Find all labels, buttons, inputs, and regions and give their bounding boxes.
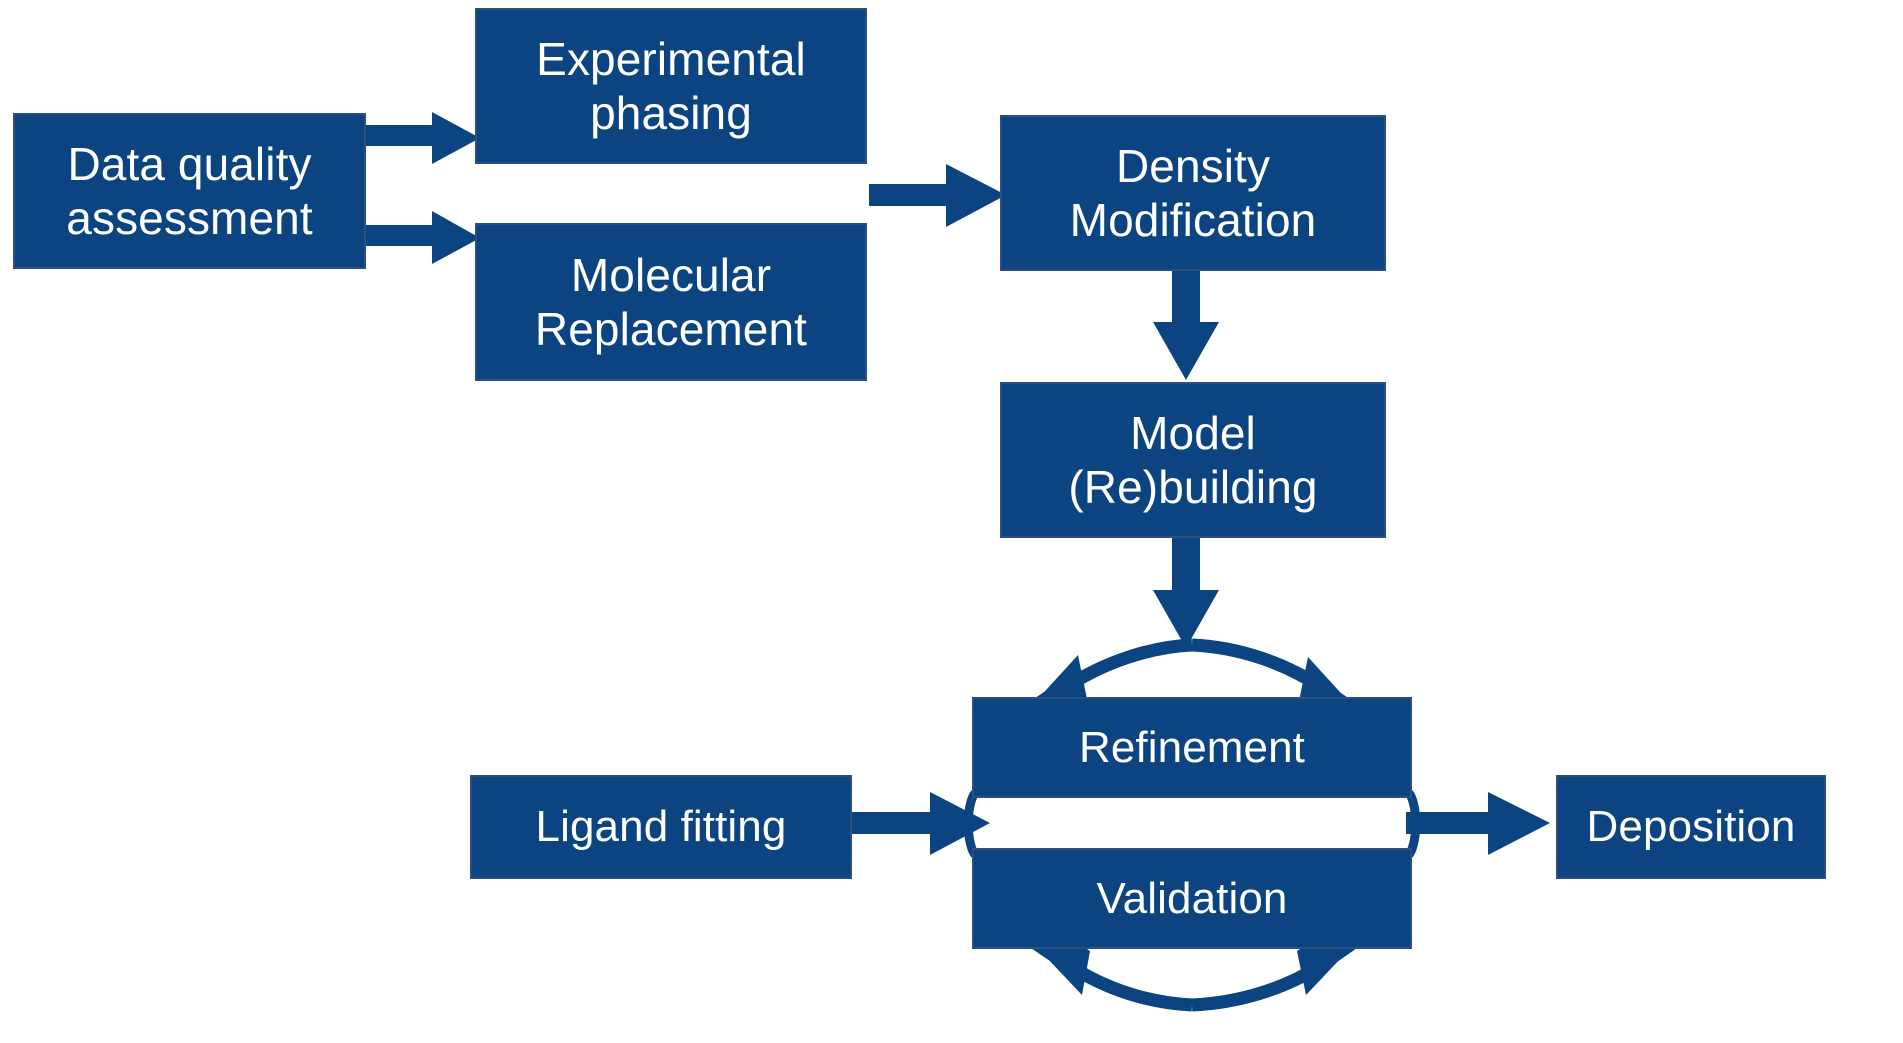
node-label: Validation [1096,873,1288,923]
arrow-data-quality-to-molecular [366,211,480,264]
node-label: Ligand fitting [535,802,787,852]
node-data-quality-assessment[interactable]: Data quality assessment [13,113,366,269]
node-density-modification[interactable]: Density Modification [1000,115,1386,271]
arrow-cycle-to-deposition [1406,792,1550,855]
node-label: Data quality assessment [66,137,313,244]
node-molecular-replacement[interactable]: Molecular Replacement [475,223,867,381]
node-label: Experimental phasing [536,32,806,139]
arrow-model-to-cycle [1153,535,1219,648]
node-validation[interactable]: Validation [972,848,1412,949]
node-label: Deposition [1586,802,1796,852]
arrow-phasing-to-density [869,164,1006,227]
arrow-density-to-model [1153,268,1219,380]
node-model-rebuilding[interactable]: Model (Re)building [1000,382,1386,538]
node-deposition[interactable]: Deposition [1556,775,1826,879]
node-label: Refinement [1078,722,1305,772]
cycle-side-connectors [963,790,1421,858]
arrow-ligand-to-cycle [852,792,990,855]
node-label: Density Modification [1069,139,1317,246]
node-label: Model (Re)building [1068,406,1318,513]
node-refinement[interactable]: Refinement [972,697,1412,798]
node-ligand-fitting[interactable]: Ligand fitting [470,775,852,879]
node-label: Molecular Replacement [534,248,808,355]
node-experimental-phasing[interactable]: Experimental phasing [475,8,867,164]
arrow-data-quality-to-experimental [366,112,480,164]
